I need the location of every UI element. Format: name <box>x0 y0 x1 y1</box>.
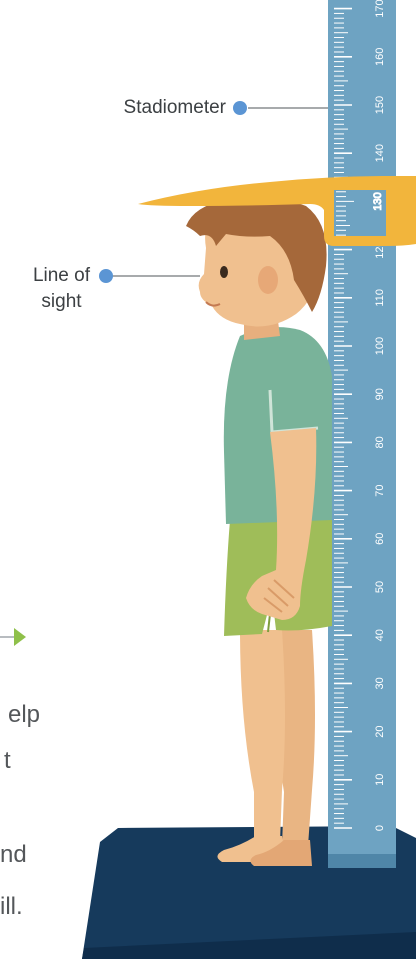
stadiometer-label: Stadiometer <box>124 95 226 121</box>
ruler-tick-label: 170 <box>374 0 386 18</box>
clipped-text-line: t <box>4 746 11 776</box>
ruler-tick-label: 40 <box>374 629 386 641</box>
ruler-tick-label: 60 <box>374 533 386 545</box>
headpiece-reading: 130 <box>372 192 384 210</box>
clipped-text-line: ill. <box>0 892 23 922</box>
ruler-tick-label: 30 <box>374 677 386 689</box>
ruler-tick-label: 90 <box>374 388 386 400</box>
ruler-tick-label: 10 <box>374 774 386 786</box>
arrow-right-icon <box>0 628 26 646</box>
ruler-tick-label: 50 <box>374 581 386 593</box>
line-of-sight-label: Line of sight <box>33 263 90 315</box>
ruler-tick-label: 100 <box>374 337 386 355</box>
callout-dot-icon <box>233 101 247 115</box>
ruler-tick-label: 110 <box>374 289 386 307</box>
ruler-tick-label: 0 <box>374 825 386 831</box>
ruler: 0102030405060708090100110120130140150160… <box>328 0 396 868</box>
callout-dot-icon <box>99 269 113 283</box>
ruler-tick-label: 160 <box>374 48 386 66</box>
ruler-tick-label: 140 <box>374 144 386 162</box>
ruler-tick-label: 70 <box>374 484 386 496</box>
ruler-tick-label: 150 <box>374 96 386 114</box>
child-leg-front <box>240 630 285 842</box>
line-of-sight-label-line-1: Line of <box>33 263 90 289</box>
ruler-tick-label: 80 <box>374 436 386 448</box>
line-of-sight-label-line-2: sight <box>33 289 90 315</box>
clipped-text-line: nd <box>0 840 27 870</box>
clipped-text-line: elp <box>0 700 40 730</box>
child-eye <box>220 266 228 278</box>
ruler-tick-label: 20 <box>374 725 386 737</box>
